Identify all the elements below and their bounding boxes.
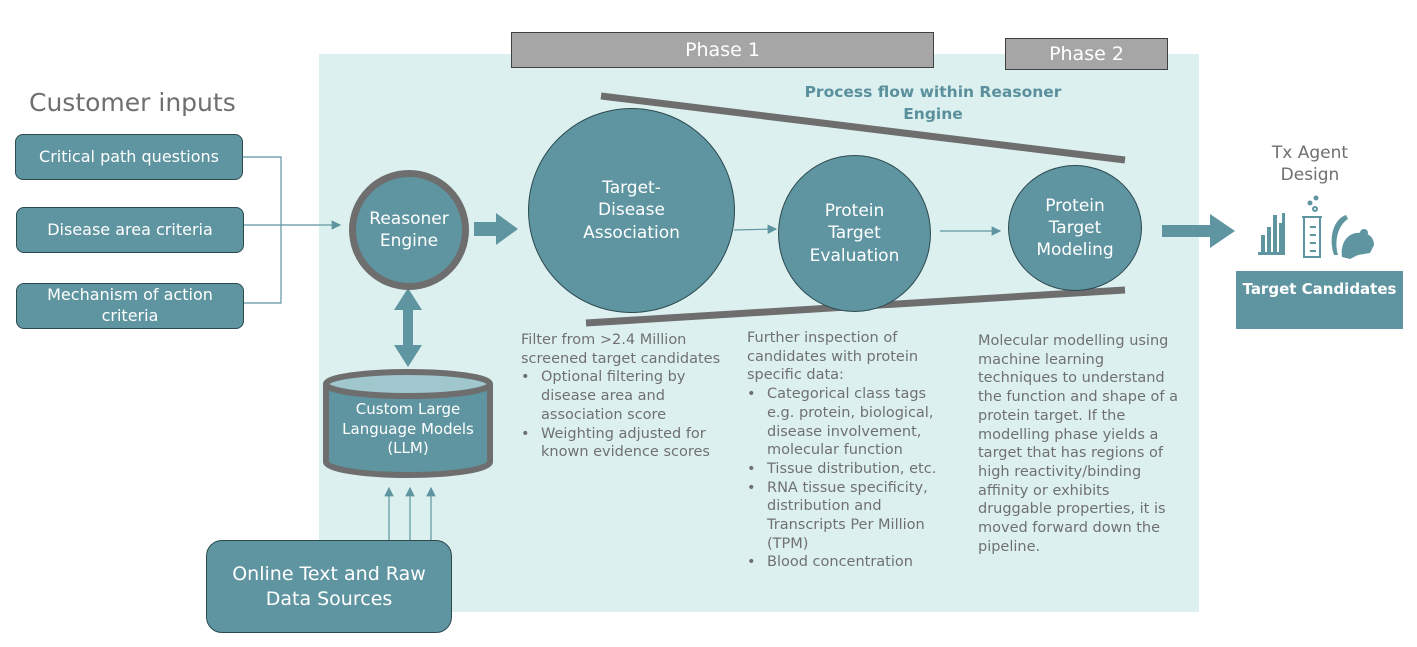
bullet: Tissue distribution, etc. xyxy=(747,460,947,479)
target-candidates-box: Target Candidates xyxy=(1236,271,1403,329)
reasoner-engine-node: Reasoner Engine xyxy=(349,170,469,290)
llm-label: Custom Large Language Models (LLM) xyxy=(342,400,474,457)
arrow-to-output xyxy=(1162,214,1235,248)
input-mechanism-of-action: Mechanism of action criteria xyxy=(16,283,244,329)
stage-1-bullets: Optional filtering by disease area and a… xyxy=(521,368,731,462)
beaker-icon xyxy=(1302,195,1322,258)
stage-protein-target-modeling: Protein Target Modeling xyxy=(1008,165,1142,291)
stage-target-disease-association: Target- Disease Association xyxy=(528,108,735,313)
customer-inputs-title: Customer inputs xyxy=(29,88,236,117)
stage-2-intro: Further inspection of candidates with pr… xyxy=(747,330,919,384)
input-disease-area-criteria: Disease area criteria xyxy=(16,207,244,253)
data-source-arrows xyxy=(384,486,436,540)
bar-chart-icon xyxy=(1258,213,1285,255)
output-title: Tx Agent Design xyxy=(1271,143,1349,186)
stage-protein-target-evaluation: Protein Target Evaluation xyxy=(778,155,931,312)
phase-1-header: Phase 1 xyxy=(511,32,934,68)
stage-3-description: Molecular modelling using machine learni… xyxy=(978,332,1183,556)
stage-1-intro: Filter from >2.4 Million screened target… xyxy=(521,332,721,367)
stage-2-description: Further inspection of candidates with pr… xyxy=(747,329,947,572)
bullet: Blood concentration xyxy=(747,553,947,572)
reasoner-panel xyxy=(319,54,1199,612)
phase-2-header: Phase 2 xyxy=(1005,38,1168,70)
funnel-top-bar xyxy=(600,92,1126,164)
process-flow-title: Process flow within Reasoner Engine xyxy=(804,83,1062,123)
input-bracket xyxy=(243,156,342,304)
double-arrow-reasoner-llm xyxy=(394,288,422,367)
stage-1-description: Filter from >2.4 Million screened target… xyxy=(521,331,731,462)
output-icons xyxy=(1258,195,1374,259)
input-critical-path-questions: Critical path questions xyxy=(15,134,243,180)
bullet: Categorical class tags e.g. protein, bio… xyxy=(747,385,947,460)
llm-cylinder xyxy=(323,369,493,478)
bullet: RNA tissue specificity, distribution and… xyxy=(747,479,947,554)
stage-2-bullets: Categorical class tags e.g. protein, bio… xyxy=(747,385,947,572)
bullet: Optional filtering by disease area and a… xyxy=(521,368,731,424)
bullet: Weighting adjusted for known evidence sc… xyxy=(521,425,731,462)
data-sources-box: Online Text and Raw Data Sources xyxy=(206,540,452,633)
arrow-stage1-to-stage2 xyxy=(733,224,778,234)
arrow-reasoner-to-stage1 xyxy=(474,213,518,245)
stage-3-intro: Molecular modelling using machine learni… xyxy=(978,333,1178,555)
rat-icon xyxy=(1331,215,1374,259)
